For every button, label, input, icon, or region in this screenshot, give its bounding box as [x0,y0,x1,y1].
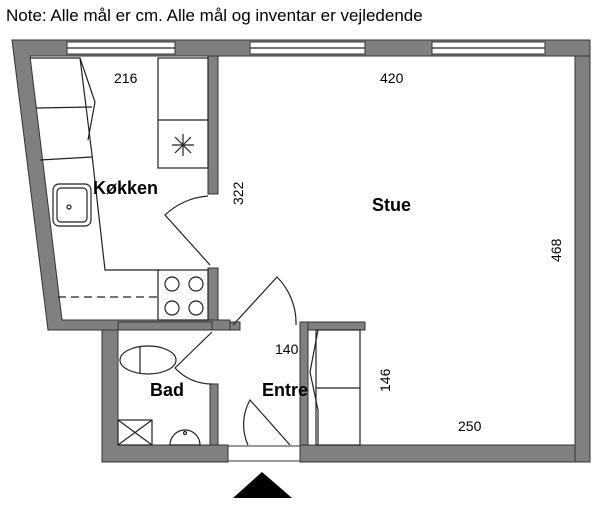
washbasin-icon [169,429,201,446]
fridge-icon [172,134,194,156]
sink-icon [52,183,92,227]
entrance-arrow-icon [233,472,292,498]
windows [66,41,546,462]
room-label-bath: Bad [150,380,184,400]
doors [164,195,319,446]
dim-kitchen-depth: 322 [230,181,246,205]
dim-entry-depth: 146 [377,368,393,392]
stove-icon [164,276,204,316]
shower-icon [117,419,153,446]
toilet-icon [119,345,177,375]
floorplan-note: Note: Alle mål er cm. Alle mål og invent… [6,6,423,25]
dim-living-width: 420 [380,70,404,86]
room-label-kitchen: Køkken [93,178,158,198]
dim-kitchen-width: 216 [114,70,138,86]
wardrobe [315,329,361,446]
dim-living-lower: 250 [458,418,482,434]
dim-entry-width: 140 [275,341,299,357]
walls [11,39,591,463]
room-label-entry: Entre [262,380,308,400]
room-label-living: Stue [372,195,411,215]
kitchen-counter [30,57,209,321]
dim-living-depth: 468 [548,238,564,262]
